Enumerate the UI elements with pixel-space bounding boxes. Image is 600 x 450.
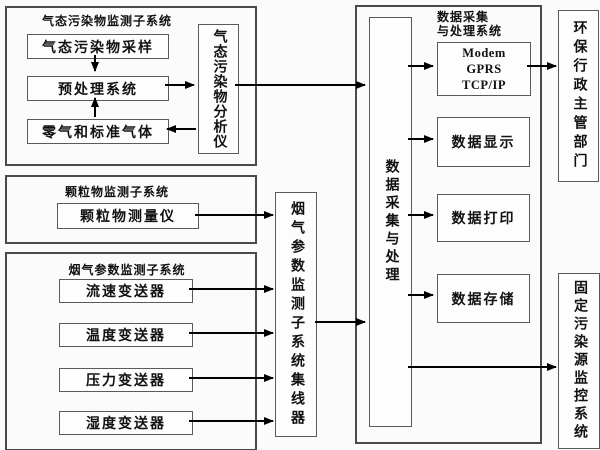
flue-subsystem-container: 烟气参数监测子系统 流速变送器 温度变送器 压力变送器 湿度变送器 — [5, 252, 257, 450]
gas-sampling-label: 气态污染物采样 — [42, 40, 154, 56]
gas-analyzer-label: 气态污染物分析仪 — [211, 29, 227, 149]
dacq-label-line2: 与处理系统 — [437, 24, 503, 38]
humidity-transmitter-label: 湿度变送器 — [86, 417, 166, 432]
particulate-meter-label: 颗粒物测量仪 — [80, 210, 176, 225]
box-gas-analyzer: 气态污染物分析仪 — [198, 24, 239, 154]
particulate-subsystem-label: 颗粒物监测子系统 — [64, 185, 169, 199]
temperature-transmitter-label: 温度变送器 — [86, 329, 166, 344]
fixed-source-system-label: 固定污染源监控系统 — [572, 280, 587, 442]
data-storage-label: 数据存储 — [451, 292, 516, 308]
zero-gas-label: 零气和标准气体 — [42, 125, 154, 141]
dacq-system-container: 数据采集 与处理系统 数据采集与处理 Modem GPRS TCP/IP 数据显… — [355, 5, 542, 444]
box-zero-gas: 零气和标准气体 — [27, 119, 169, 144]
pressure-transmitter-label: 压力变送器 — [86, 374, 166, 389]
dacq-core-label: 数据采集与处理 — [383, 159, 399, 285]
box-gas-sampling: 气态污染物采样 — [27, 34, 169, 59]
box-temperature-transmitter: 温度变送器 — [59, 323, 193, 347]
data-print-label: 数据打印 — [451, 212, 516, 227]
box-pretreatment: 预处理系统 — [27, 76, 169, 101]
flue-subsystem-label: 烟气参数监测子系统 — [68, 263, 186, 277]
gas-subsystem-container: 气态污染物监测子系统 气态污染物采样 预处理系统 零气和标准气体 气态污染物分析… — [5, 6, 257, 166]
modem-line3: TCP/IP — [462, 78, 506, 92]
box-data-display: 数据显示 — [437, 117, 530, 167]
box-modem: Modem GPRS TCP/IP — [437, 42, 531, 96]
box-flow-transmitter: 流速变送器 — [59, 279, 193, 303]
pretreatment-label: 预处理系统 — [58, 82, 138, 98]
box-data-storage: 数据存储 — [437, 274, 530, 323]
dacq-label-line1: 数据采集 — [437, 10, 490, 24]
particulate-subsystem-container: 颗粒物监测子系统 颗粒物测量仪 — [5, 175, 257, 244]
modem-line2: GPRS — [466, 62, 502, 76]
box-particulate-meter: 颗粒物测量仪 — [57, 203, 199, 229]
box-fixed-source-system: 固定污染源监控系统 — [558, 273, 600, 449]
flow-transmitter-label: 流速变送器 — [86, 285, 166, 300]
box-dacq-core: 数据采集与处理 — [369, 17, 412, 427]
epa-department-label: 环保行政主管部门 — [571, 20, 587, 172]
data-display-label: 数据显示 — [451, 136, 516, 151]
box-flue-hub: 烟气参数监测子系统集线器 — [275, 192, 317, 437]
box-data-print: 数据打印 — [437, 194, 530, 242]
box-epa-department: 环保行政主管部门 — [558, 10, 599, 182]
flue-hub-label: 烟气参数监测子系统集线器 — [289, 200, 304, 429]
box-pressure-transmitter: 压力变送器 — [59, 368, 193, 392]
box-humidity-transmitter: 湿度变送器 — [59, 411, 193, 435]
modem-line1: Modem — [462, 46, 506, 60]
gas-subsystem-label: 气态污染物监测子系统 — [41, 14, 172, 28]
dacq-system-label: 数据采集 与处理系统 — [437, 10, 502, 38]
